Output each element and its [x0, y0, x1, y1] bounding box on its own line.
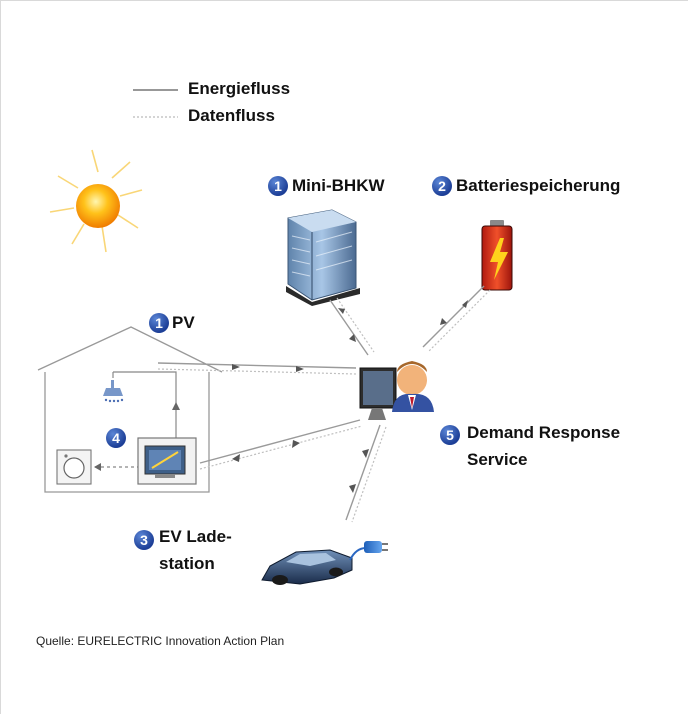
flow-arrows [232, 300, 468, 493]
battery-icon [481, 220, 513, 291]
badge-mini-bhkw: 1 [268, 176, 288, 196]
shower-icon [103, 380, 124, 403]
electric-car-icon [261, 549, 353, 585]
label-ev-line1: EV Lade- [159, 527, 232, 546]
badge-battery: 2 [432, 176, 452, 196]
legend-data-label: Datenfluss [188, 106, 275, 125]
legend-energy-label: Energiefluss [188, 79, 291, 98]
house-icon [37, 326, 223, 493]
badge-demand-response: 5 [440, 425, 460, 445]
arrow-to-shower [172, 402, 180, 410]
badge-house: 4 [106, 428, 126, 448]
arrow-to-washer [94, 463, 101, 471]
sun-icon [49, 149, 143, 253]
badge-ev: 3 [134, 530, 154, 550]
washing-machine-icon [56, 449, 92, 485]
source-caption: Quelle: EURELECTRIC Innovation Action Pl… [36, 634, 285, 648]
charging-plug-icon [349, 541, 388, 561]
label-mini-bhkw: Mini-BHKW [292, 176, 385, 195]
flow-lines [157, 285, 491, 523]
mini-bhkw-building-icon [286, 209, 360, 306]
home-controller-icon [137, 437, 197, 485]
label-demand-response-line2: Service [467, 450, 528, 469]
demand-response-operator-icon [359, 361, 434, 420]
label-battery: Batteriespeicherung [456, 176, 621, 195]
label-ev-line2: station [159, 554, 215, 573]
label-demand-response-line1: Demand Response [467, 423, 621, 442]
badge-pv: 1 [149, 313, 169, 333]
label-pv: PV [172, 313, 195, 332]
